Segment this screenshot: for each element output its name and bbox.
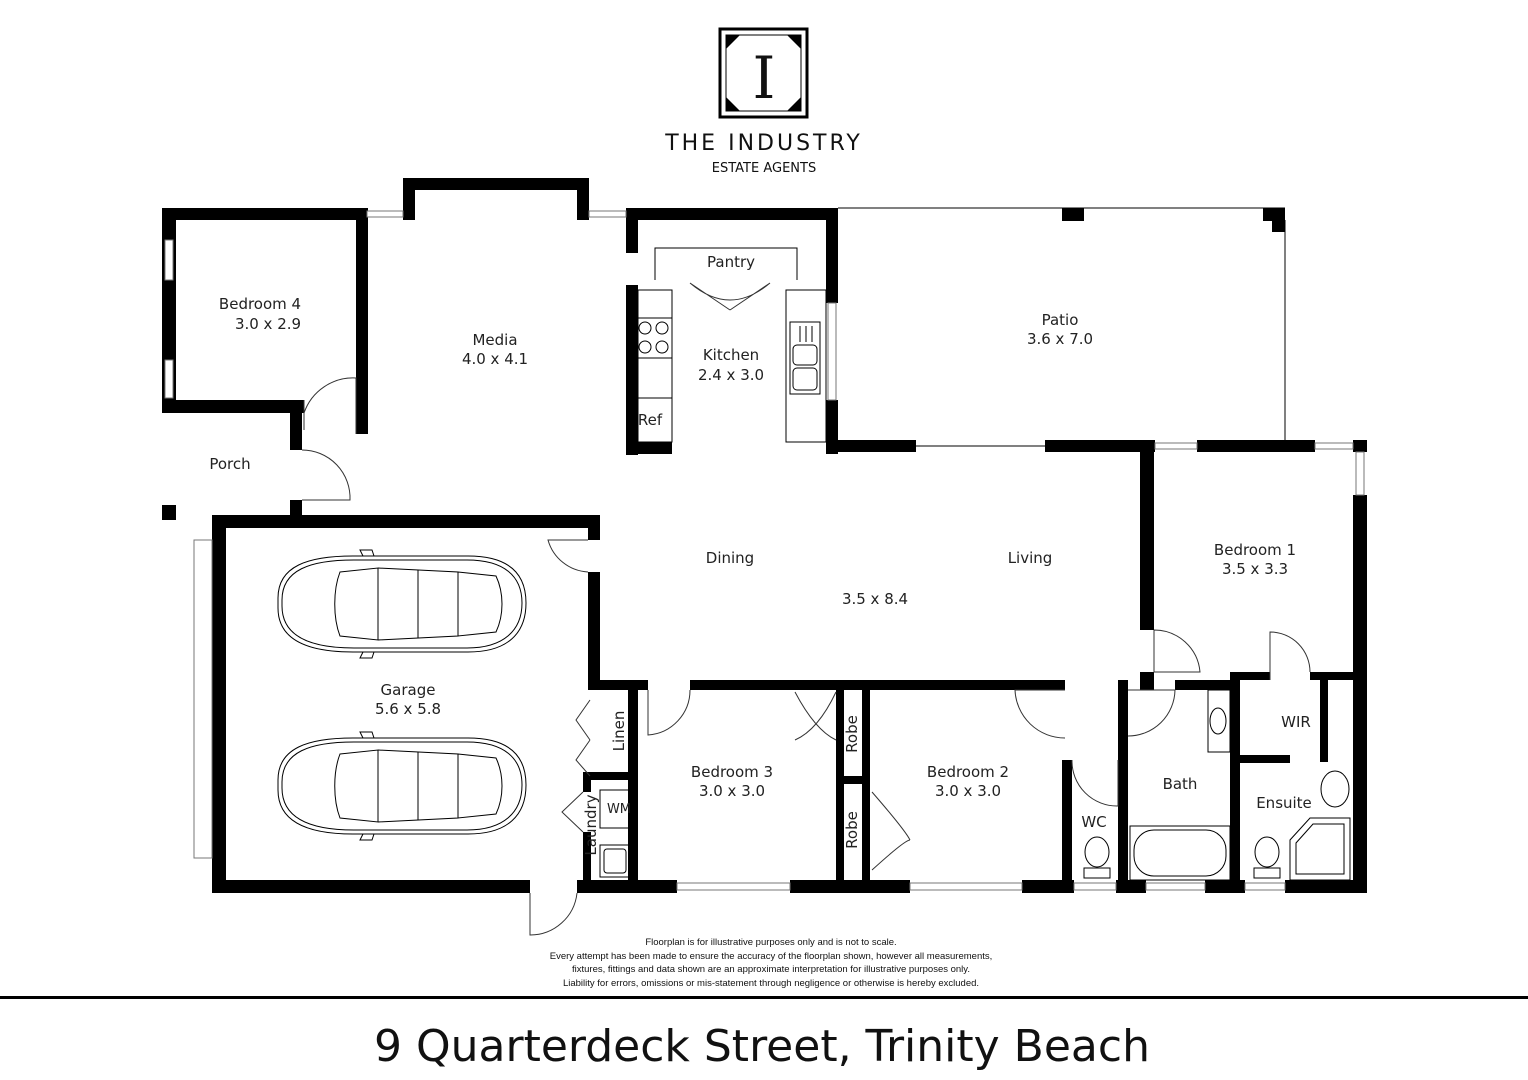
room-name-kitchen: Kitchen [703, 346, 759, 364]
room-name-wir: WIR [1281, 713, 1311, 731]
room-size-bedroom1: 3.5 x 3.3 [1222, 560, 1288, 578]
room-name-porch: Porch [209, 455, 250, 473]
room-name-dining: Dining [706, 549, 754, 567]
fixtures [561, 207, 1351, 881]
brand-subtitle: ESTATE AGENTS [712, 161, 816, 176]
room-name-robe-upper: Robe [843, 715, 861, 753]
room-name-laundry: Laundry [582, 794, 600, 855]
car-icon [277, 731, 527, 841]
room-name-linen: Linen [610, 711, 628, 752]
room-name-wc: WC [1081, 813, 1106, 831]
room-size-dining-living: 3.5 x 8.4 [842, 590, 908, 608]
room-size-bedroom4: 3.0 x 2.9 [235, 315, 301, 333]
room-size-media: 4.0 x 4.1 [462, 350, 528, 368]
room-name-bedroom4: Bedroom 4 [219, 295, 301, 313]
property-address: 9 Quarterdeck Street, Trinity Beach [374, 1021, 1150, 1072]
disclaimer-line: fixtures, fittings and data shown are an… [572, 964, 970, 975]
disclaimer-line: Floorplan is for illustrative purposes o… [645, 937, 896, 948]
room-name-bedroom3: Bedroom 3 [691, 763, 773, 781]
brand-logo: I [718, 27, 809, 119]
car-icon [277, 549, 527, 659]
room-name-pantry: Pantry [707, 253, 755, 271]
disclaimer-line: Every attempt has been made to ensure th… [550, 951, 993, 962]
room-name-ensuite: Ensuite [1256, 794, 1312, 812]
room-name-garage: Garage [381, 681, 436, 699]
room-name-bedroom2: Bedroom 2 [927, 763, 1009, 781]
room-size-patio: 3.6 x 7.0 [1027, 330, 1093, 348]
room-labels: Bedroom 4 3.0 x 2.9 Media 4.0 x 4.1 Pant… [209, 253, 1311, 856]
brand-name: THE INDUSTRY [664, 131, 863, 156]
room-name-ref: Ref [638, 411, 663, 429]
room-name-robe-lower: Robe [843, 811, 861, 849]
room-size-garage: 5.6 x 5.8 [375, 700, 441, 718]
disclaimer: Floorplan is for illustrative purposes o… [550, 937, 993, 989]
room-size-bedroom3: 3.0 x 3.0 [699, 782, 765, 800]
room-name-media: Media [472, 331, 517, 349]
room-size-kitchen: 2.4 x 3.0 [698, 366, 764, 384]
room-size-bedroom2: 3.0 x 3.0 [935, 782, 1001, 800]
room-name-bedroom1: Bedroom 1 [1214, 541, 1296, 559]
footer-divider [0, 996, 1528, 999]
label-wm: WM [607, 802, 631, 817]
windows [164, 210, 1365, 891]
room-name-patio: Patio [1042, 311, 1079, 329]
room-name-living: Living [1008, 549, 1053, 567]
room-name-bath: Bath [1163, 775, 1198, 793]
door-swings [301, 377, 1311, 936]
brand-monogram: I [753, 44, 776, 112]
disclaimer-line: Liability for errors, omissions or mis-s… [563, 978, 979, 989]
